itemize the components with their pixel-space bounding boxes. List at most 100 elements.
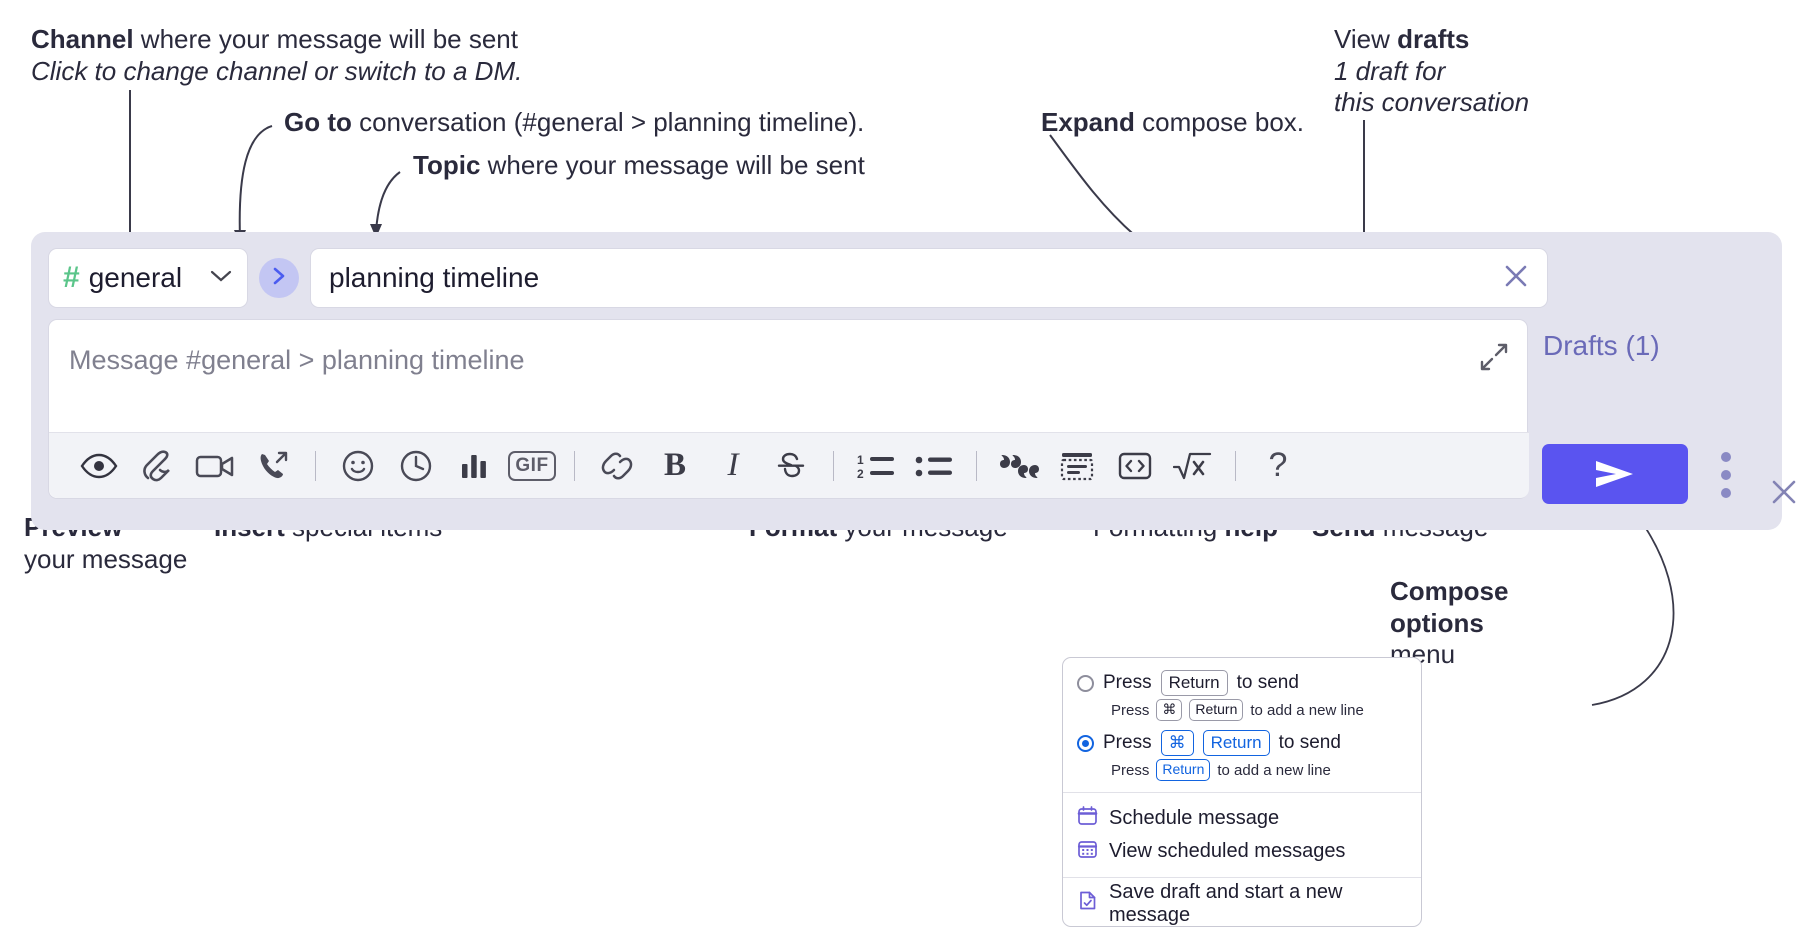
send-option-suffix: to send: [1278, 732, 1341, 753]
emoji-button[interactable]: [329, 438, 387, 494]
svg-text:1: 1: [857, 453, 864, 467]
send-option-cmd-return-sub: Press Return to add a new line: [1063, 757, 1421, 783]
key-command: ⌘: [1156, 699, 1183, 721]
question-mark-icon: ?: [1268, 446, 1288, 484]
kebab-dot: [1721, 452, 1731, 462]
calendar-icon: [1077, 805, 1098, 832]
expand-compose-icon[interactable]: [1479, 342, 1509, 377]
annotation-compose-options: Compose options menu: [1390, 576, 1508, 671]
blockquote-button[interactable]: [990, 438, 1048, 494]
topic-input[interactable]: planning timeline: [310, 248, 1548, 308]
send-option-cmd-return[interactable]: Press ⌘ Return to send: [1063, 729, 1421, 757]
strikethrough-button[interactable]: [762, 438, 820, 494]
compose-panel: # general planning timeline Message #gen…: [31, 232, 1796, 530]
key-return: Return: [1202, 730, 1270, 756]
italic-button[interactable]: I: [727, 447, 739, 483]
chevron-down-icon: [209, 269, 233, 288]
annotation-goto: Go to conversation (#general > planning …: [284, 107, 864, 139]
key-return: Return: [1156, 759, 1211, 781]
toolbar-separator: [574, 450, 575, 481]
message-input-box[interactable]: Message #general > planning timeline: [48, 319, 1529, 499]
annotation-expand: Expand compose box.: [1041, 107, 1304, 139]
annotation-goto-rest: conversation (#general > planning timeli…: [351, 107, 865, 137]
inline-code-button[interactable]: [1106, 438, 1164, 494]
radio-icon[interactable]: [1077, 674, 1094, 692]
menu-item-label: Schedule message: [1109, 807, 1280, 829]
svg-text:2: 2: [857, 467, 864, 480]
annotation-topic-rest: where your message will be sent: [480, 150, 865, 180]
compose-header-row: # general planning timeline: [48, 248, 1548, 308]
annotation-preview-line2: your message: [24, 543, 188, 574]
kebab-dot: [1721, 488, 1731, 498]
annotation-drafts-italic2: this conversation: [1334, 87, 1530, 118]
channel-selector[interactable]: # general: [48, 248, 248, 308]
compose-options-button[interactable]: [1715, 452, 1737, 498]
math-button[interactable]: [1164, 438, 1222, 494]
video-clip-button[interactable]: [186, 438, 244, 494]
formatting-help-button[interactable]: ?: [1249, 438, 1307, 494]
toolbar-separator: [315, 450, 316, 481]
annotation-expand-bold: Expand: [1041, 107, 1135, 137]
drafts-link[interactable]: Drafts (1): [1543, 330, 1660, 361]
annotation-channel: Channel where your message will be sent …: [31, 24, 522, 87]
radio-icon-selected[interactable]: [1077, 734, 1094, 752]
code-block-button[interactable]: [1048, 438, 1106, 494]
message-placeholder: Message #general > planning timeline: [69, 345, 525, 375]
key-command: ⌘: [1160, 730, 1194, 756]
annotation-drafts: View drafts 1 draft for this conversatio…: [1334, 24, 1529, 119]
gif-label: GIF: [508, 450, 556, 481]
toolbar-separator: [833, 450, 834, 481]
menu-item-label: View scheduled messages: [1109, 840, 1346, 862]
gif-button[interactable]: GIF: [503, 438, 561, 494]
menu-divider: [1063, 877, 1421, 878]
send-option-return-sub: Press ⌘ Return to add a new line: [1063, 697, 1421, 723]
send-option-press: Press: [1103, 732, 1152, 753]
channel-name: general: [88, 262, 183, 293]
link-button[interactable]: [588, 438, 646, 494]
send-arrow-icon: [1596, 461, 1633, 487]
send-button[interactable]: [1542, 444, 1688, 504]
calendar-grid-icon: [1077, 838, 1098, 865]
kebab-dot: [1721, 470, 1731, 480]
bold-button[interactable]: B: [663, 447, 686, 483]
annotation-goto-bold: Go to: [284, 107, 352, 137]
bulleted-list-button[interactable]: [905, 438, 963, 494]
hash-icon: #: [63, 261, 80, 294]
annotation-compose-options-bold1: Compose: [1390, 576, 1509, 606]
menu-item-schedule-message[interactable]: Schedule message: [1063, 802, 1421, 835]
preview-button[interactable]: [70, 438, 128, 494]
close-panel-button[interactable]: [1766, 474, 1802, 515]
topic-value: planning timeline: [329, 262, 540, 293]
toolbar-separator: [1235, 450, 1236, 481]
toolbar-separator: [976, 450, 977, 481]
send-option-suffix: to send: [1236, 672, 1299, 693]
menu-divider: [1063, 792, 1421, 793]
audio-clip-button[interactable]: [244, 438, 302, 494]
annotation-drafts-bold: drafts: [1397, 24, 1470, 54]
key-return: Return: [1189, 699, 1244, 721]
menu-item-save-draft[interactable]: Save draft and start a new message: [1063, 881, 1421, 926]
annotation-drafts-italic1: 1 draft for: [1334, 55, 1446, 86]
annotation-drafts-plain: View: [1334, 24, 1398, 54]
attachment-button[interactable]: [128, 438, 186, 494]
annotation-channel-bold: Channel: [31, 24, 134, 54]
chevron-right-icon: [270, 266, 288, 291]
compose-options-menu[interactable]: Press Return to send Press ⌘ Return to a…: [1062, 657, 1422, 927]
menu-item-label: Save draft and start a new message: [1109, 880, 1343, 926]
save-draft-icon: [1077, 890, 1098, 917]
go-to-conversation-button[interactable]: [259, 258, 299, 298]
menu-item-view-scheduled[interactable]: View scheduled messages: [1063, 835, 1421, 868]
key-return: Return: [1160, 670, 1228, 696]
annotation-topic: Topic where your message will be sent: [413, 150, 865, 182]
annotation-topic-bold: Topic: [413, 150, 481, 180]
send-option-return[interactable]: Press Return to send: [1063, 669, 1421, 697]
poll-button[interactable]: [445, 438, 503, 494]
annotation-channel-italic: Click to change channel or switch to a D…: [31, 55, 523, 86]
compose-inner: # general planning timeline Message #gen…: [48, 248, 1548, 499]
clear-topic-icon[interactable]: [1499, 259, 1533, 298]
clock-button[interactable]: [387, 438, 445, 494]
sub-press: Press: [1111, 701, 1150, 719]
annotation-compose-options-bold2: options: [1390, 607, 1484, 638]
